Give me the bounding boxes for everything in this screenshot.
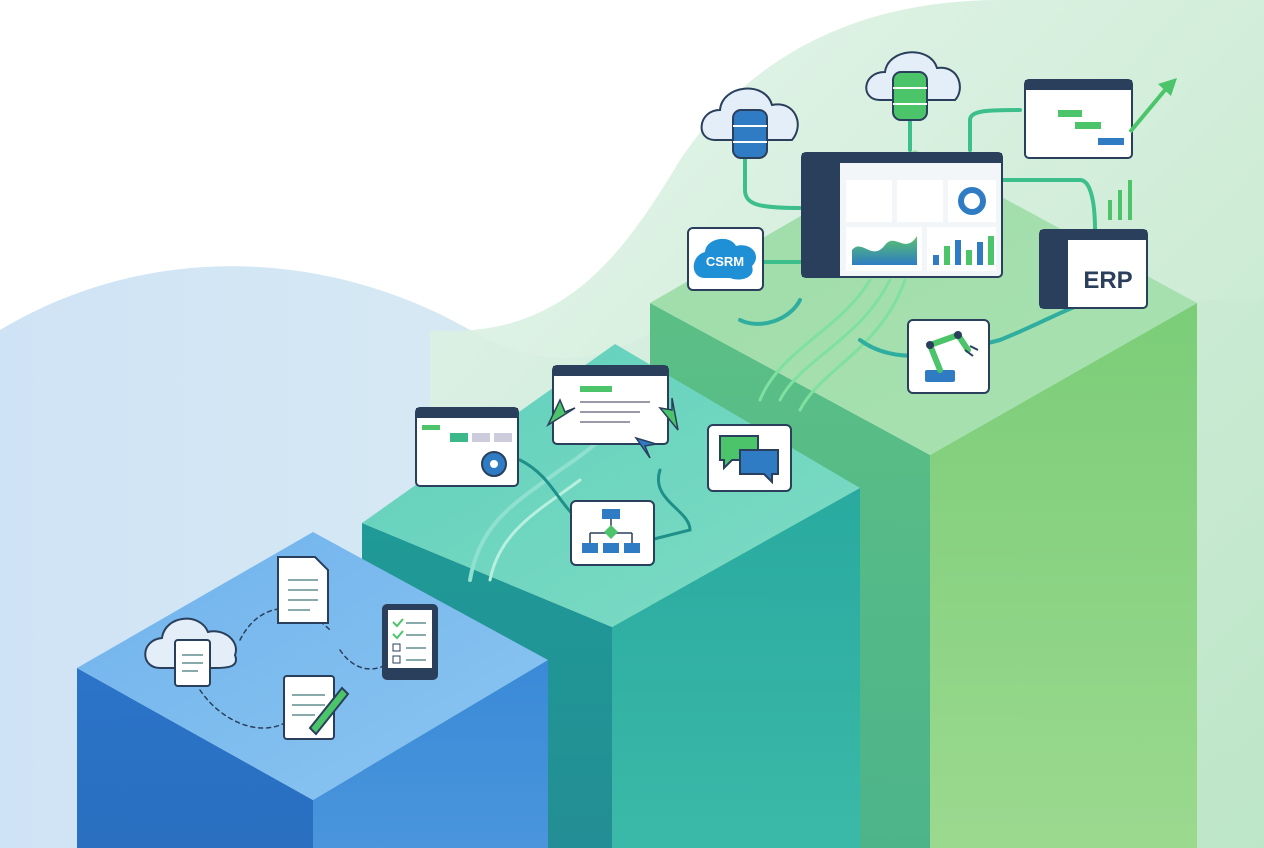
settings-window-icon bbox=[415, 407, 519, 487]
tablet-checklist-icon bbox=[382, 604, 438, 680]
growth-arrow-icon bbox=[1108, 78, 1177, 220]
robot-arm-icon bbox=[907, 319, 990, 394]
gantt-window-icon bbox=[1024, 79, 1133, 159]
click-window-icon bbox=[546, 365, 679, 459]
dashboard-window-icon bbox=[801, 152, 1003, 278]
cloud-database-icon bbox=[865, 51, 961, 121]
crm-label: CSRM bbox=[706, 254, 744, 269]
cloud-database-icon bbox=[700, 87, 799, 159]
notepad-pencil-icon bbox=[283, 675, 350, 740]
cloud-document-icon bbox=[144, 617, 237, 687]
document-icon bbox=[277, 556, 329, 624]
stage-1-block bbox=[77, 532, 548, 848]
flowchart-icon bbox=[570, 500, 655, 566]
chat-bubbles-icon bbox=[707, 424, 792, 492]
crm-cloud-icon: CSRM bbox=[687, 227, 764, 291]
erp-label: ERP bbox=[1083, 267, 1132, 294]
erp-window-icon: ERP bbox=[1039, 229, 1148, 309]
